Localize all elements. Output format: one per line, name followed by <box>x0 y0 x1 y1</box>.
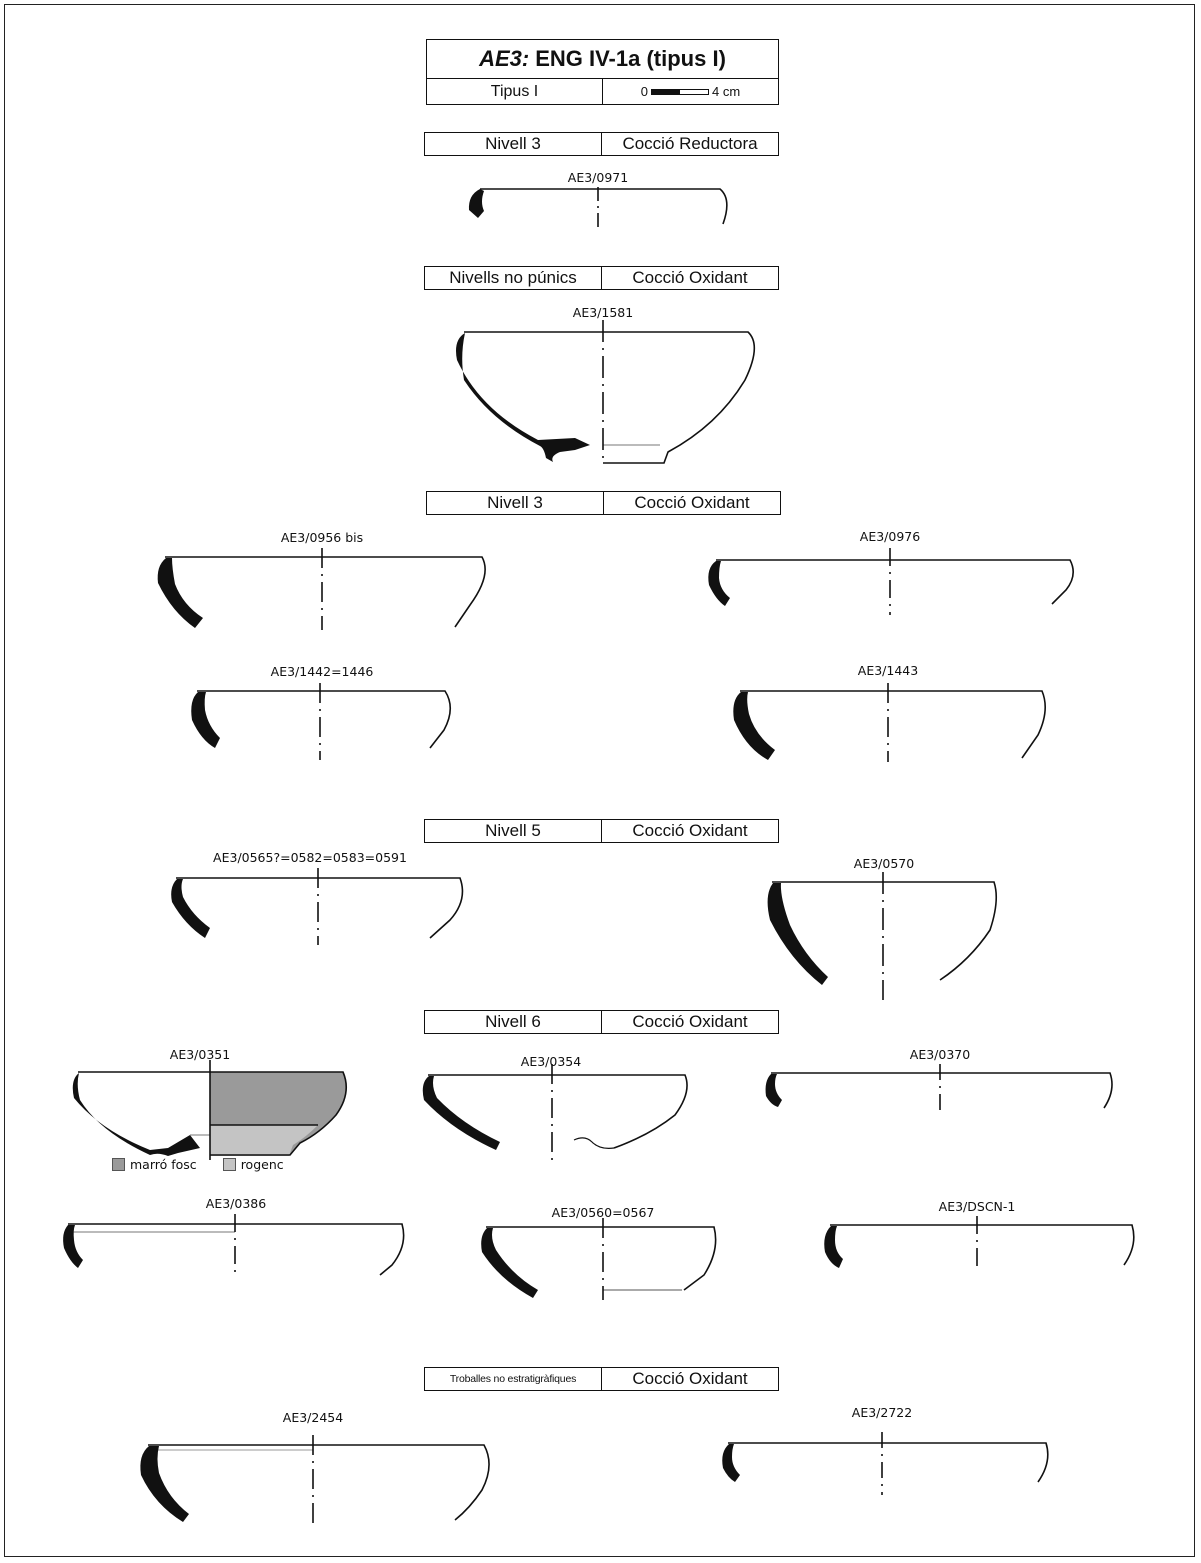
legend-swatch-dark <box>112 1158 125 1171</box>
item-label: AE3/0565?=0582=0583=0591 <box>213 850 407 865</box>
type-cell: Tipus I <box>427 79 602 104</box>
item-label: AE3/0351 <box>169 1047 231 1062</box>
section-firing: Cocció Oxidant <box>632 821 748 840</box>
section-firing: Cocció Oxidant <box>634 493 750 512</box>
item-label: AE3/0971 <box>567 170 629 185</box>
section-level: Troballes no estratigràfiques <box>425 1368 602 1390</box>
section-firing: Cocció Oxidant <box>632 1369 748 1388</box>
title-prefix: AE3: <box>479 46 530 71</box>
section-level: Nivell 3 <box>427 492 604 514</box>
title-subrow: Tipus I 0 4 cm <box>427 79 778 104</box>
section-header: Nivell 3 Cocció Oxidant <box>426 491 781 515</box>
scale-cell: 0 4 cm <box>602 79 778 104</box>
section-header: Nivell 3 Cocció Reductora <box>424 132 779 156</box>
section-firing: Cocció Reductora <box>622 134 758 153</box>
title-box: AE3: ENG IV-1a (tipus I) Tipus I 0 4 cm <box>426 39 779 105</box>
section-header: Nivell 5 Cocció Oxidant <box>424 819 779 843</box>
section-firing: Cocció Oxidant <box>632 1012 748 1031</box>
item-label: AE3/0976 <box>859 529 921 544</box>
section-level: Nivells no púnics <box>425 267 602 289</box>
scale-bar: 0 4 cm <box>641 84 740 99</box>
type-label: Tipus I <box>490 82 539 100</box>
item-label: AE3/2722 <box>851 1405 913 1420</box>
item-label: AE3/0354 <box>520 1054 582 1069</box>
legend-label-dark: marró fosc <box>130 1157 197 1172</box>
item-label: AE3/0370 <box>909 1047 971 1062</box>
section-level: Nivell 6 <box>425 1011 602 1033</box>
item-label: AE3/0386 <box>205 1196 267 1211</box>
section-header: Troballes no estratigràfiques Cocció Oxi… <box>424 1367 779 1391</box>
section-header: Nivells no púnics Cocció Oxidant <box>424 266 779 290</box>
colour-legend: marró fosc rogenc <box>112 1157 284 1172</box>
item-label: AE3/2454 <box>282 1410 344 1425</box>
section-firing: Cocció Oxidant <box>632 268 748 287</box>
legend-swatch-light <box>222 1158 236 1171</box>
item-label: AE3/1443 <box>857 663 919 678</box>
section-header: Nivell 6 Cocció Oxidant <box>424 1010 779 1034</box>
page-frame <box>4 4 1195 1557</box>
item-label: AE3/1581 <box>572 305 634 320</box>
item-label: AE3/0956 bis <box>280 530 364 545</box>
section-level: Nivell 3 <box>425 133 602 155</box>
scale-end: 4 cm <box>712 84 741 99</box>
legend-label-light: rogenc <box>240 1157 284 1172</box>
title-row: AE3: ENG IV-1a (tipus I) <box>427 40 778 79</box>
item-label: AE3/0560=0567 <box>551 1205 655 1220</box>
item-label: AE3/1442=1446 <box>270 664 374 679</box>
scale-start: 0 <box>640 84 649 99</box>
section-level: Nivell 5 <box>425 820 602 842</box>
title-text: ENG IV-1a (tipus I) <box>535 46 726 71</box>
scale-graphic <box>651 88 710 95</box>
item-label: AE3/0570 <box>853 856 915 871</box>
item-label: AE3/DSCN-1 <box>938 1199 1016 1214</box>
